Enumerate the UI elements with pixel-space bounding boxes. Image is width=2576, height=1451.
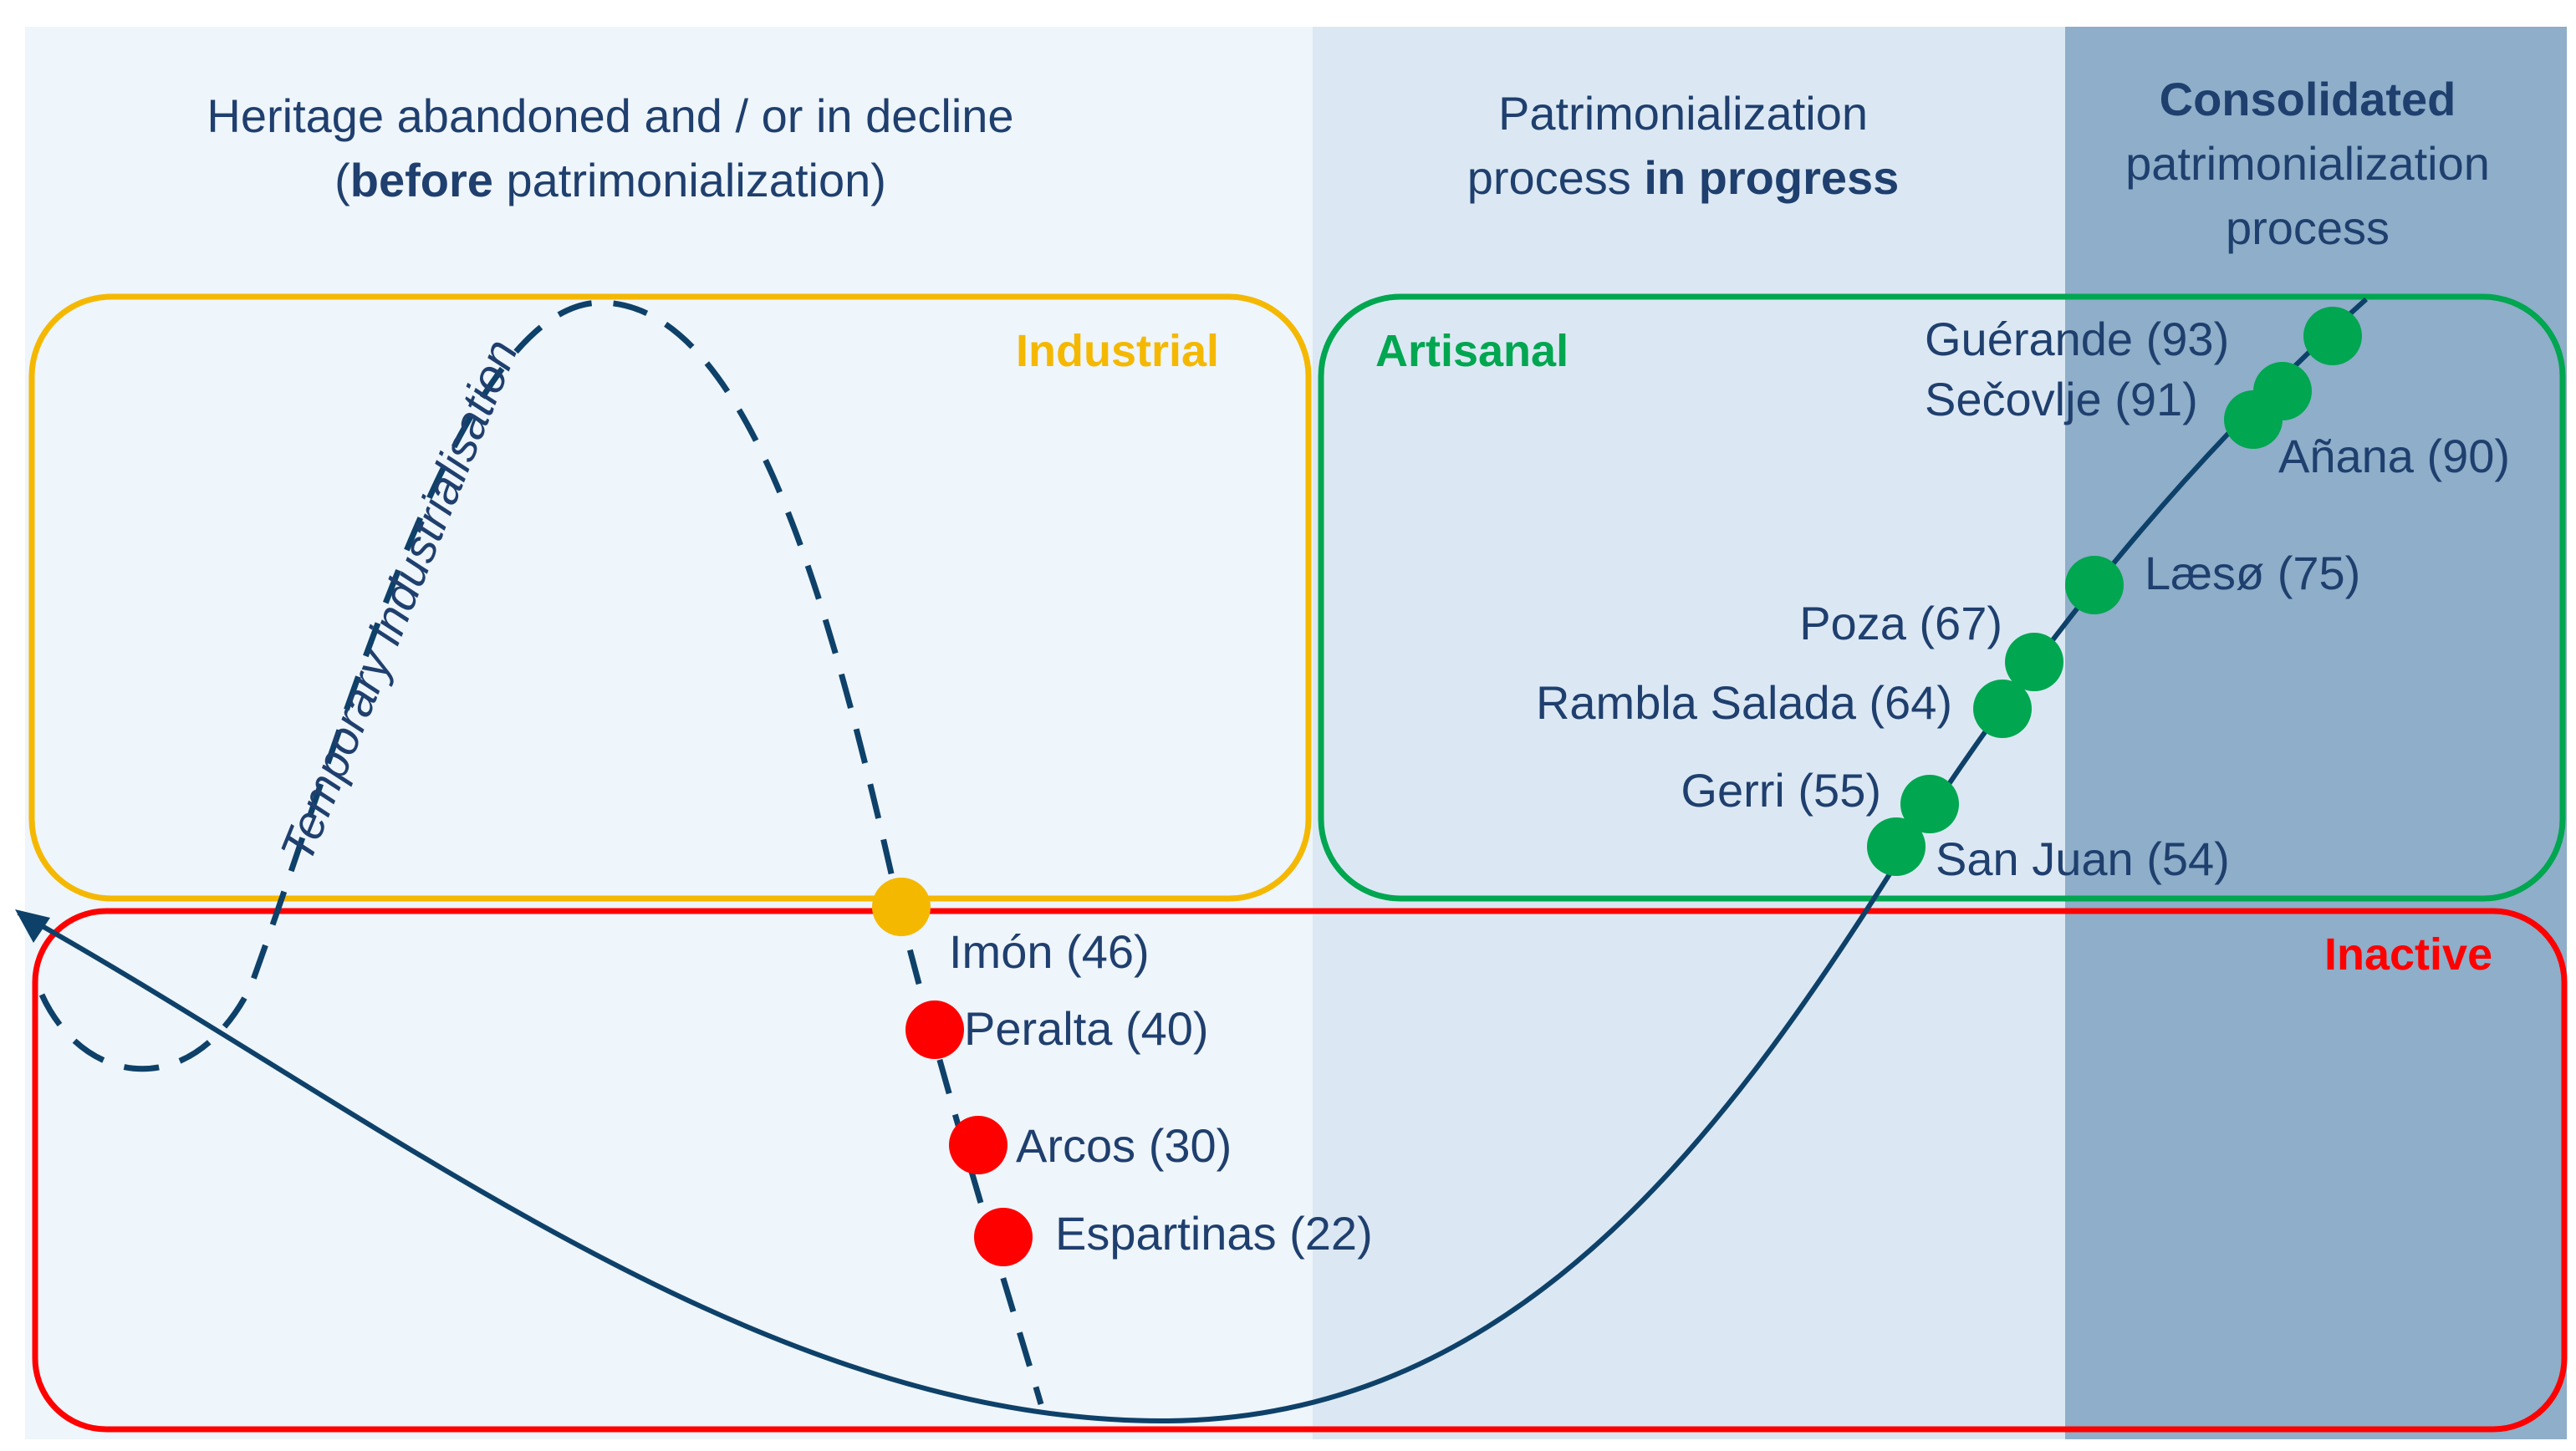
site-dot-guerande (2303, 307, 2362, 365)
header-middle-line1: Patrimonialization (1498, 87, 1868, 140)
industrial-label: Industrial (1016, 326, 1219, 376)
artisanal-label: Artisanal (1375, 326, 1569, 376)
site-label-gerri: Gerri (55) (1681, 764, 1881, 817)
temporary-industrialisation-curve (38, 299, 1044, 1405)
site-label-imon: Imón (46) (949, 925, 1150, 978)
header-left-line1: Heritage abandoned and / or in decline (207, 89, 1013, 142)
site-dot-imon (872, 878, 931, 936)
site-label-secovlje: Sečovlje (91) (1925, 373, 2198, 425)
industrial-box (28, 293, 1312, 902)
header-left-line2: (before patrimonialization) (334, 154, 886, 206)
site-label-anana: Añana (90) (2278, 430, 2510, 482)
header-right-line3: process (2226, 201, 2390, 254)
zone-before-patrimonialization (25, 27, 1313, 1439)
header-right-line2: patrimonialization (2125, 137, 2490, 190)
zone-consolidated (2065, 27, 2567, 1439)
site-dot-laeso (2065, 556, 2124, 614)
site-dot-poza (2005, 633, 2063, 691)
site-dot-arcos (949, 1116, 1007, 1174)
header-middle-line2: process in progress (1467, 151, 1900, 204)
site-dot-peralta (905, 1000, 964, 1059)
site-dot-sanjuan (1867, 817, 1926, 876)
site-label-laeso: Læsø (75) (2145, 547, 2360, 599)
site-label-rambla: Rambla Salada (64) (1536, 676, 1952, 729)
site-label-poza: Poza (67) (1799, 597, 2002, 649)
inactive-label: Inactive (2324, 929, 2492, 980)
lifecycle-arrowhead (15, 909, 50, 943)
site-label-sanjuan: San Juan (54) (1936, 832, 2230, 885)
site-label-espartinas: Espartinas (22) (1055, 1207, 1373, 1260)
site-dot-anana (2224, 390, 2283, 449)
site-label-arcos: Arcos (30) (1016, 1119, 1232, 1172)
site-dot-espartinas (974, 1208, 1033, 1266)
zone-in-progress (1313, 27, 2065, 1439)
artisanal-box (1318, 293, 2566, 902)
site-label-guerande: Guérande (93) (1925, 313, 2229, 365)
site-dot-rambla (1973, 680, 2032, 738)
inactive-box (32, 908, 2568, 1433)
site-label-peralta: Peralta (40) (964, 1002, 1209, 1055)
header-right-line1: Consolidated (2160, 73, 2456, 125)
site-dot-gerri (1900, 775, 1959, 833)
